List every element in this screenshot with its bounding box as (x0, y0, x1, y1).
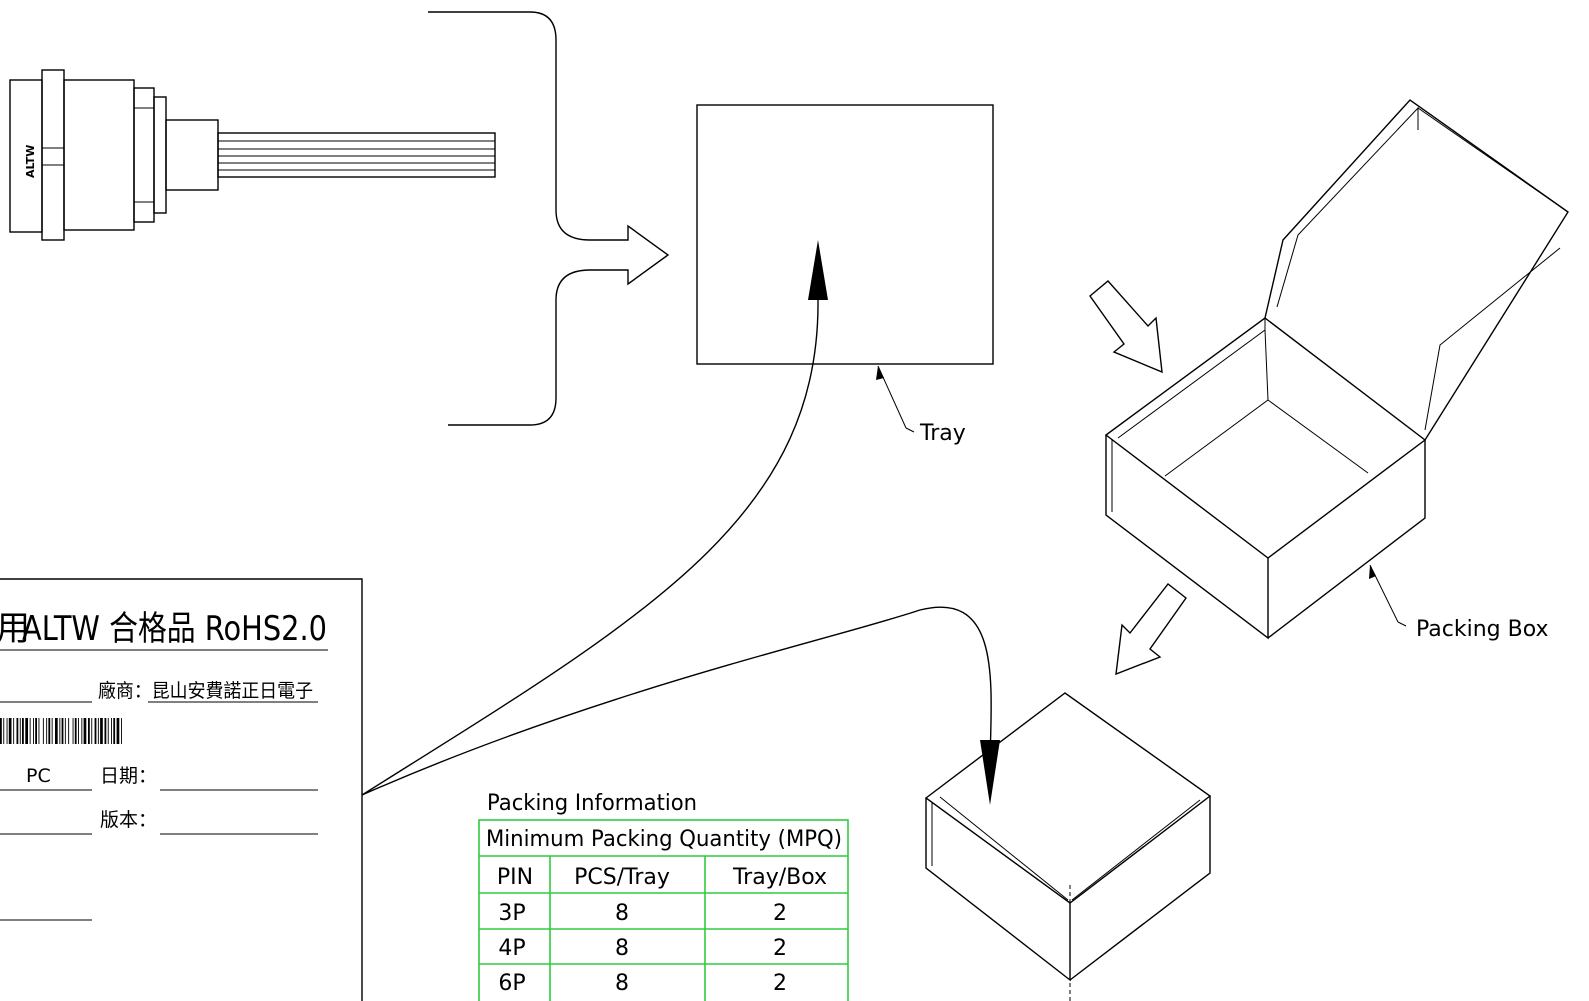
label-date: 日期： (100, 765, 157, 787)
barcode-bar (64, 718, 66, 744)
cell-pcs-tray: 8 (615, 936, 629, 961)
barcode-bar (19, 718, 21, 744)
cell-pin: 4P (498, 936, 525, 961)
barcode-bar (16, 718, 19, 744)
cell-pcs-tray: 8 (615, 971, 629, 996)
cell-pin: 6P (498, 971, 525, 996)
barcode-bar (51, 718, 53, 744)
barcode-bar (8, 718, 12, 744)
barcode-bar (13, 718, 15, 744)
barcode-bar (100, 718, 103, 744)
barcode-bar (0, 718, 2, 744)
barcode-bar (121, 718, 122, 744)
barcode-bar (68, 718, 70, 744)
connector-marking: ALTW (24, 145, 37, 178)
label-title-prefix: 用 (0, 609, 30, 649)
label-vendor: 廠商：昆山安費諾正日電子 (98, 679, 313, 702)
label-to-box-curve (361, 606, 992, 796)
barcode-bar (116, 718, 120, 744)
packing-box-callout: Packing Box (1416, 617, 1549, 642)
column-header-pcs-tray: PCS/Tray (574, 865, 670, 890)
barcode (0, 718, 122, 744)
barcode-bar (113, 718, 116, 744)
barcode-bar (25, 718, 28, 744)
barcode-bar (35, 718, 37, 744)
barcode-bar (22, 718, 24, 744)
barcode-bar (6, 718, 8, 744)
barcode-bar (74, 718, 77, 744)
barcode-bar (94, 718, 97, 744)
cell-tray-box: 2 (773, 971, 787, 996)
barcode-bar (29, 718, 31, 744)
packing-info: Packing Information Minimum Packing Quan… (478, 791, 849, 1001)
barcode-bar (61, 718, 64, 744)
barcode-bar (107, 718, 109, 744)
column-header-tray-box: Tray/Box (732, 865, 827, 890)
barcode-bar (91, 718, 93, 744)
barcode-bar (88, 718, 90, 744)
barcode-bar (83, 718, 87, 744)
box-arrowhead (980, 740, 1000, 805)
barcode-bar (3, 718, 5, 744)
mpq-title: Minimum Packing Quantity (MPQ) (486, 827, 842, 852)
tray-leader (876, 365, 915, 433)
cell-pcs-tray: 8 (615, 901, 629, 926)
barcode-bar (104, 718, 107, 744)
bracket-arrow (428, 11, 670, 426)
connector-drawing: ALTW (9, 69, 496, 241)
barcode-bar (46, 718, 48, 744)
barcode-bar (42, 718, 44, 744)
cell-tray-box: 2 (773, 901, 787, 926)
label-to-tray-curve (361, 299, 819, 796)
barcode-bar (33, 718, 34, 744)
barcode-bar (48, 718, 51, 744)
open-box-drawing (1089, 99, 1569, 676)
column-header-pin: PIN (497, 865, 533, 890)
label-unit: PC (26, 765, 51, 787)
barcode-bar (111, 718, 112, 744)
barcode-bar (72, 718, 74, 744)
barcode-bar (55, 718, 58, 744)
barcode-bar (38, 718, 40, 744)
label-title: ALTW 合格品 RoHS2.0 (22, 609, 327, 649)
barcode-bar (78, 718, 79, 744)
tray-drawing (696, 104, 994, 365)
cell-pin: 3P (498, 901, 525, 926)
barcode-bar (59, 718, 61, 744)
barcode-bar (97, 718, 99, 744)
closed-box-drawing (924, 692, 1212, 1001)
packing-heading: Packing Information (487, 791, 697, 816)
barcode-bar (81, 718, 83, 744)
tray-callout: Tray (919, 421, 966, 446)
cell-tray-box: 2 (773, 936, 787, 961)
label-version: 版本： (100, 809, 157, 831)
product-label: 用 ALTW 合格品 RoHS2.0 廠商：昆山安費諾正日電子 PC 日期： 版… (0, 578, 363, 1001)
